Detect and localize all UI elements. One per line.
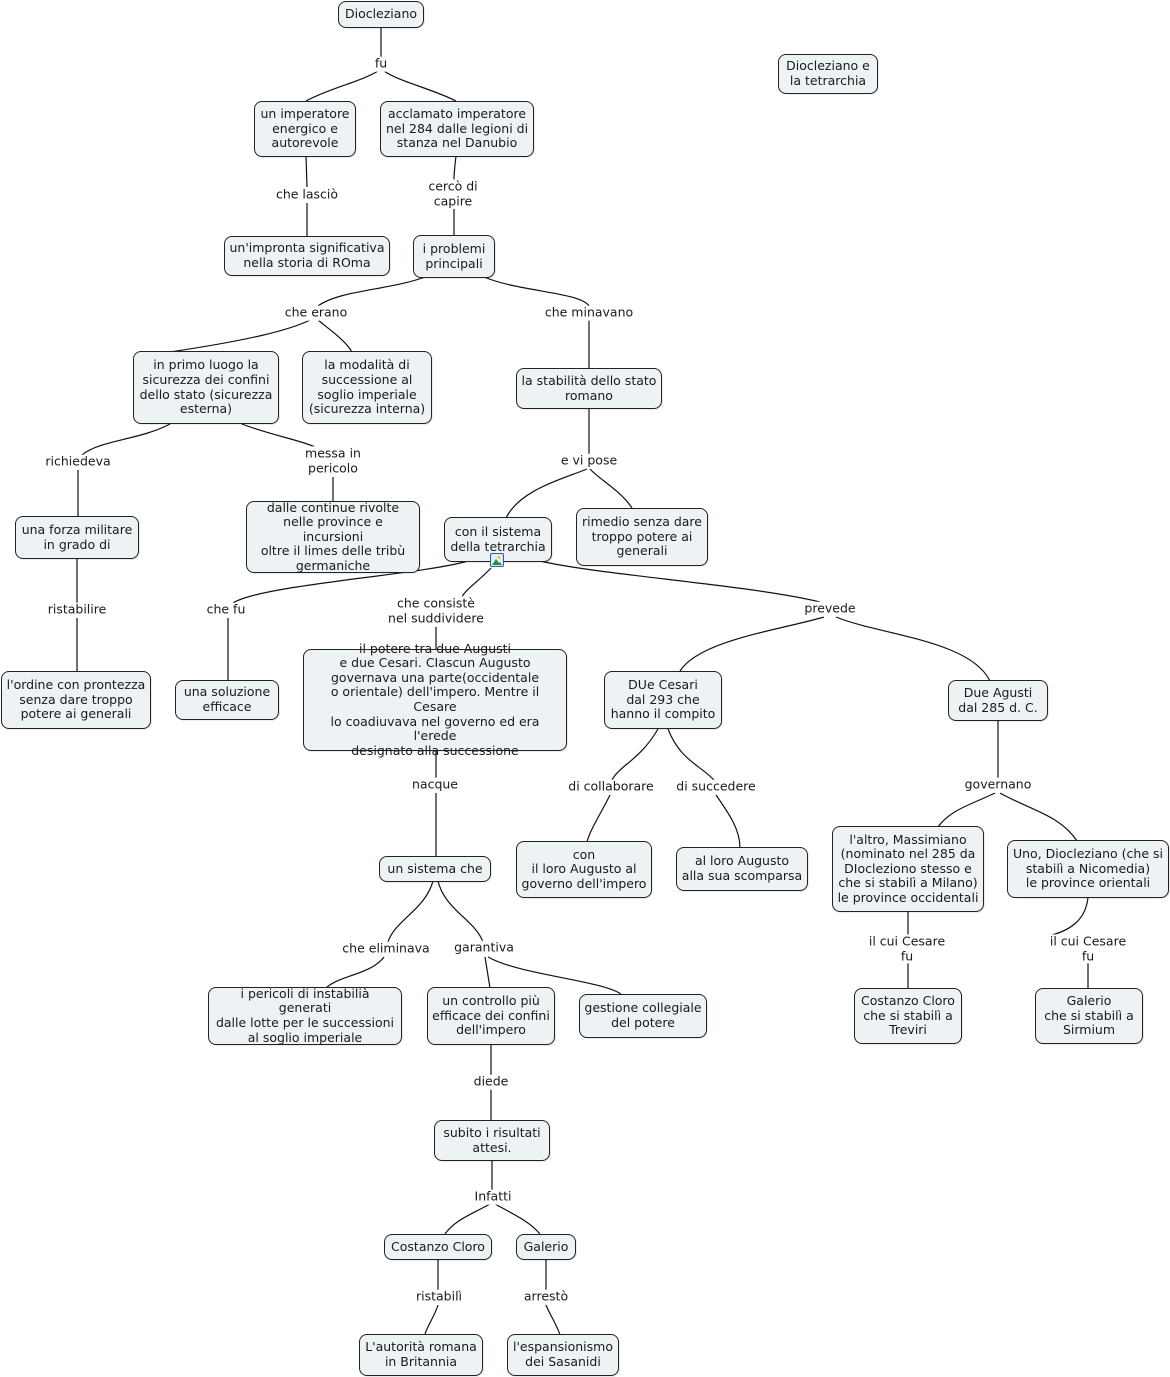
concept-acclamato[interactable]: acclamato imperatore nel 284 dalle legio… — [380, 101, 534, 157]
edge — [589, 468, 633, 509]
concept-forza-militare[interactable]: una forza militare in grado di — [15, 516, 139, 559]
concept-uno-diocleziano[interactable]: Uno, Diocleziano (che si stabilì a Nicom… — [1007, 840, 1169, 898]
link-diede[interactable]: diede — [472, 1073, 510, 1090]
concept-stabilita[interactable]: la stabilità dello stato romano — [516, 368, 662, 409]
edge — [586, 794, 611, 843]
link-e-vi-pose[interactable]: e vi pose — [559, 452, 619, 469]
concept-galerio-sirmium[interactable]: Galerio che si stabilì a Sirmium — [1035, 988, 1143, 1044]
edge — [424, 1304, 439, 1335]
link-garantiva[interactable]: garantiva — [453, 939, 515, 956]
edge — [494, 1203, 541, 1235]
concept-britannia[interactable]: L'autorità romana in Britannia — [359, 1334, 483, 1376]
concept-ordine[interactable]: l'ordine con prontezza senza dare troppo… — [1, 671, 151, 729]
concept-costanzo-treviri[interactable]: Costanzo Cloro che si stabilì a Treviri — [854, 988, 962, 1044]
edge — [545, 1304, 561, 1336]
concept-diocleziano[interactable]: Diocleziano — [338, 1, 424, 28]
link-arresto[interactable]: arrestò — [522, 1288, 570, 1305]
link-che-eliminava[interactable]: che eliminava — [341, 940, 431, 957]
concept-sistema-che[interactable]: un sistema che — [379, 856, 491, 882]
concept-sicurezza-confini[interactable]: in primo luogo la sicurezza dei confini … — [133, 351, 279, 424]
edge — [461, 567, 492, 598]
edge — [484, 956, 491, 989]
concept-due-agusti[interactable]: Due Agusti dal 285 d. C. — [948, 680, 1048, 721]
edge — [487, 956, 622, 995]
edge — [387, 880, 434, 943]
edge — [937, 792, 996, 828]
image-icon[interactable] — [490, 553, 504, 567]
link-di-collaborare[interactable]: di collaborare — [567, 778, 655, 795]
concept-massimiano[interactable]: l'altro, Massimiano (nominato nel 285 da… — [832, 826, 984, 912]
concept-sasanidi[interactable]: l'espansionismo dei Sasanidi — [507, 1334, 619, 1376]
concept-alla-scomparsa[interactable]: al loro Augusto alla sua scomparsa — [676, 847, 808, 891]
link-cerco-di-capire[interactable]: cercò di capire — [427, 178, 479, 209]
concept-title[interactable]: Diocleziano e la tetrarchia — [778, 54, 878, 94]
link-di-succedere[interactable]: di succedere — [675, 778, 757, 795]
link-richiedeva[interactable]: richiedeva — [44, 453, 112, 470]
concept-modalita-successione[interactable]: la modalità di successione al soglio imp… — [302, 351, 432, 424]
edge — [715, 794, 741, 849]
edge — [241, 423, 316, 448]
edge — [325, 956, 385, 989]
edge — [444, 1203, 491, 1235]
link-il-cui-cesare-1[interactable]: il cui Cesare fu — [867, 933, 947, 964]
concept-risultati[interactable]: subito i risultati attesi. — [434, 1120, 550, 1161]
link-che-fu[interactable]: che fu — [205, 601, 247, 618]
concept-costanzo[interactable]: Costanzo Cloro — [384, 1234, 492, 1260]
concept-galerio[interactable]: Galerio — [516, 1234, 576, 1260]
concept-rimedio[interactable]: rimedio senza dare troppo potere ai gene… — [576, 508, 708, 566]
concept-con-augusto[interactable]: con il loro Augusto al governo dell'impe… — [516, 841, 652, 898]
link-governano[interactable]: governano — [963, 776, 1033, 793]
edge — [81, 423, 171, 456]
edge — [305, 70, 379, 102]
edge — [383, 70, 457, 102]
edge — [317, 319, 353, 353]
concept-due-cesari[interactable]: DUe Cesari dal 293 che hanno il compito — [604, 671, 722, 729]
concept-soluzione[interactable]: una soluzione efficace — [175, 680, 279, 720]
edge — [611, 728, 659, 781]
edge — [1051, 896, 1089, 936]
concept-imperatore-energico[interactable]: un imperatore energico e autorevole — [254, 101, 356, 157]
concept-controllo[interactable]: un controllo più efficace dei confini de… — [427, 987, 555, 1045]
edge — [679, 616, 825, 672]
link-fu[interactable]: fu — [373, 55, 389, 72]
concept-potere[interactable]: il potere tra due Augusti e due Cesari. … — [303, 641, 567, 758]
edge — [437, 880, 484, 943]
edge — [305, 155, 308, 188]
link-che-lascio[interactable]: che lasciò — [274, 186, 340, 203]
link-messa-in-pericolo[interactable]: messa in pericolo — [304, 445, 362, 476]
link-ristabilire[interactable]: ristabilire — [46, 601, 108, 618]
concept-problemi[interactable]: i problemi principali — [413, 235, 495, 278]
link-che-minavano[interactable]: che minavano — [543, 304, 635, 321]
edge — [505, 468, 588, 519]
link-prevede[interactable]: prevede — [803, 600, 857, 617]
link-che-erano[interactable]: che erano — [283, 304, 349, 321]
edge — [453, 155, 457, 181]
edge — [835, 616, 991, 682]
edge — [317, 276, 426, 307]
concept-pericoli[interactable]: i pericoli di instabilià generati dalle … — [208, 986, 402, 1045]
concept-impronta[interactable]: un'impronta significativa nella storia d… — [224, 236, 390, 276]
concept-rivolte[interactable]: dalle continue rivolte nelle province e … — [246, 500, 420, 573]
edge — [483, 276, 590, 307]
link-nacque[interactable]: nacque — [410, 776, 460, 793]
edge — [539, 560, 821, 603]
edge — [169, 319, 311, 353]
link-che-consiste[interactable]: che consistè nel suddividere — [387, 595, 485, 626]
link-ristabili[interactable]: ristabilì — [414, 1288, 464, 1305]
concept-gestione[interactable]: gestione collegiale del potere — [579, 994, 707, 1038]
landscape-glyph — [492, 555, 502, 565]
link-il-cui-cesare-2[interactable]: il cui Cesare fu — [1048, 933, 1128, 964]
edge — [999, 792, 1078, 842]
edge — [667, 728, 715, 781]
link-infatti[interactable]: Infatti — [473, 1188, 513, 1205]
edge — [232, 560, 469, 604]
